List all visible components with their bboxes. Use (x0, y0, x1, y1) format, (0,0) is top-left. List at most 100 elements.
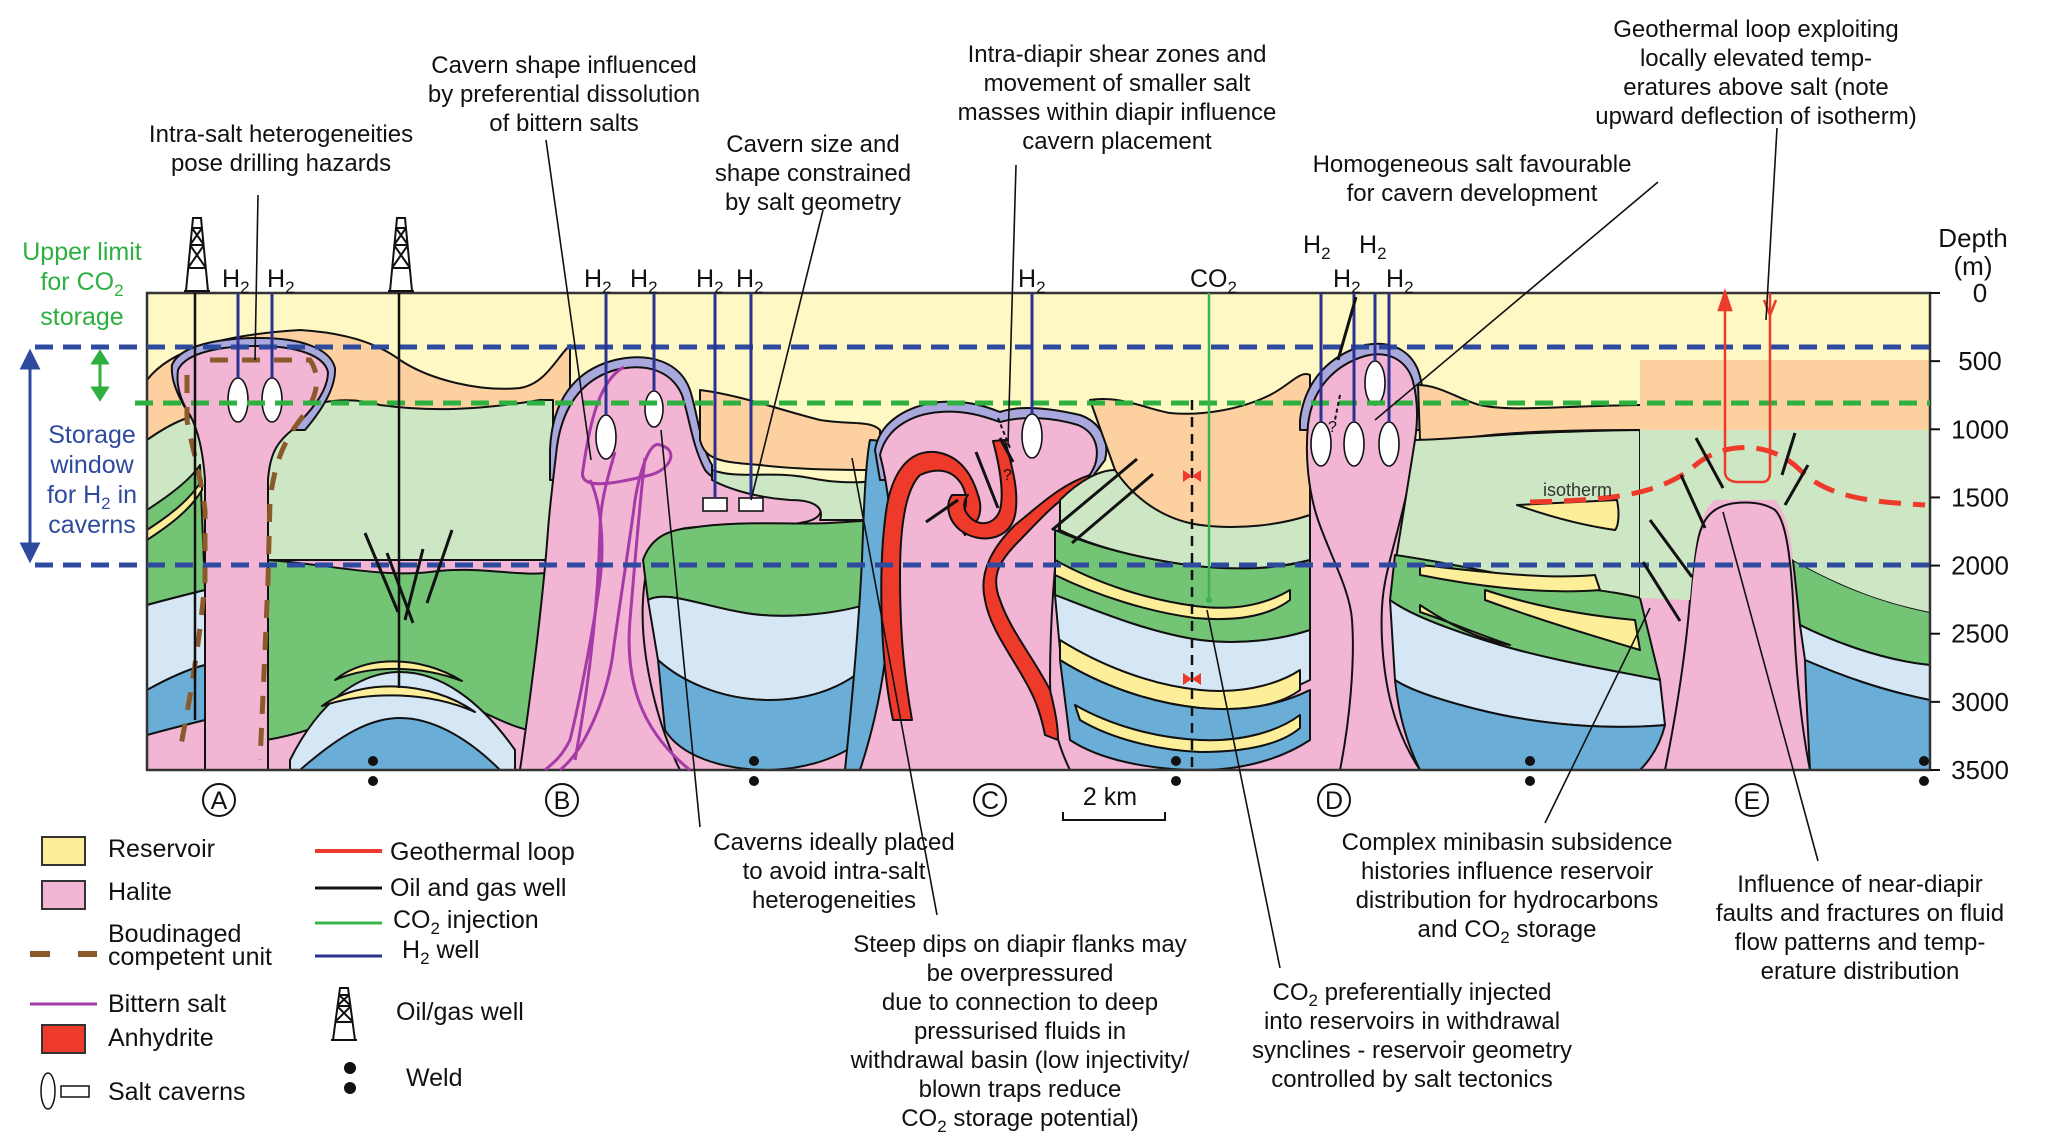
h2-label: H2 (696, 265, 724, 297)
cavern (1343, 421, 1365, 467)
annotation-geothermal: eratures above salt (note (1623, 74, 1889, 101)
annotation-intra-salt: Intra-salt heterogeneities (149, 121, 413, 148)
diapir-label-e: E (1744, 787, 1761, 815)
anhydrite-body-1 (880, 450, 982, 721)
cavern (702, 497, 728, 512)
section-frame (145, 291, 1932, 772)
geothermal-arrow-up-icon (1717, 288, 1733, 312)
legend-weld-icon (344, 1082, 356, 1094)
annotation-cavern-size: by salt geometry (725, 189, 901, 216)
isotherm-label: isotherm (1543, 480, 1612, 500)
cavern (595, 414, 617, 460)
diapir-a-halite (176, 345, 329, 770)
annotation-shear-zones: cavern placement (1022, 128, 1212, 155)
annotation-steep-dips: blown traps reduce (919, 1076, 1122, 1103)
annotation-co2-preferential: synclines - reservoir geometry (1252, 1037, 1572, 1064)
derrick-icon (184, 217, 210, 292)
diapir-label-a: A (211, 787, 228, 815)
annotation-steep-dips: be overpressured (927, 960, 1114, 987)
annotation-geothermal: upward deflection of isotherm) (1595, 103, 1917, 130)
legend-cavern-oval-icon (40, 1072, 56, 1110)
legend-label-weld: Weld (406, 1064, 463, 1092)
legend-label-reservoir: Reservoir (108, 835, 215, 863)
right-top-orange (1640, 360, 1930, 430)
minibasin-4-yellow-1 (1516, 499, 1620, 531)
annotation-shear-zones: masses within diapir influence (958, 99, 1277, 126)
oil-gas-wells (193, 293, 401, 720)
annotation-minibasin: and CO2 storage (1418, 916, 1597, 947)
h2-storage-window-label: Storage window for H2 in caverns (47, 421, 137, 539)
h2-storage-window-arrow-icon (19, 348, 41, 564)
cavern (644, 390, 664, 428)
faults (363, 296, 1810, 624)
diapir-label-b: B (554, 787, 571, 815)
co2-limit-arrow-icon (90, 349, 110, 402)
annotation-steep-dips: Steep dips on diapir flanks may (853, 931, 1187, 958)
annotation-shear-zones: Intra-diapir shear zones and (968, 41, 1267, 68)
question-mark: ? (1003, 467, 1012, 484)
legend-label-boudinaged-2: competent unit (108, 943, 272, 971)
h2-label: H2 (1018, 265, 1046, 297)
minibasin-4-blue (1394, 679, 1666, 770)
depth-tick-label: 1000 (1951, 414, 2009, 444)
h2-label: H2 (267, 265, 295, 297)
legend: Reservoir Halite Boudinaged competent un… (30, 835, 575, 1110)
depth-tick-label: 3500 (1951, 755, 2009, 785)
cross-section (147, 293, 1930, 770)
scale-bar-label: 2 km (1083, 783, 1137, 811)
legend-swatch-halite (41, 880, 86, 910)
welds (368, 756, 1929, 786)
annotation-near-diapir: Influence of near-diapir (1737, 871, 1982, 898)
h2-label: H2 (630, 265, 658, 297)
svg-text:for CO2: for CO2 (40, 268, 123, 300)
annotation-cavern-shape: of bittern salts (489, 110, 638, 137)
legend-label-boudinaged: Boudinaged (108, 920, 241, 948)
h2-label: H2 (1359, 231, 1387, 263)
minibasin-4-yellow-2 (1419, 564, 1601, 593)
depth-tick-label: 2500 (1951, 619, 2009, 649)
diapir-label-circle (545, 783, 579, 817)
annotation-leaders (254, 127, 1819, 969)
annotation-co2-preferential: into reservoirs in withdrawal (1264, 1008, 1560, 1035)
co2-upper-limit-label: Upper limit for CO2 storage (22, 238, 142, 331)
diapir-label-circle (1317, 783, 1351, 817)
annotation-steep-dips: withdrawal basin (low injectivity/ (850, 1047, 1190, 1074)
minibasin-3-yellow-3 (1074, 704, 1301, 753)
annotation-near-diapir: flow patterns and temp- (1735, 929, 1986, 956)
h2-label: H2 (1303, 231, 1331, 263)
annotation-co2-preferential: CO2 preferentially injected (1273, 979, 1552, 1010)
cavern (261, 377, 283, 423)
legend-label-co2-injection: CO2 injection (393, 906, 539, 938)
annotation-steep-dips: CO2 storage potential) (901, 1105, 1139, 1136)
annotation-minibasin: histories influence reservoir (1361, 858, 1653, 885)
annotation-shear-zones: movement of smaller salt (984, 70, 1251, 97)
legend-weld-icon (344, 1062, 356, 1074)
annotation-caverns-ideal: to avoid intra-salt (743, 858, 926, 885)
minibasin-4-yellow-3 (1484, 589, 1641, 651)
reservoir-lens-2 (321, 685, 476, 713)
diapir-label-circle (202, 783, 236, 817)
annotation-caverns-ideal: Caverns ideally placed (713, 829, 954, 856)
diapir-label-c: C (981, 787, 999, 815)
annotation-steep-dips: due to connection to deep (882, 989, 1158, 1016)
annotation-minibasin: Complex minibasin subsidence (1342, 829, 1673, 856)
depth-axis-title: Depth (1938, 223, 2007, 253)
h2-wells (236, 293, 1391, 498)
legend-label-halite: Halite (108, 878, 172, 906)
svg-text:window: window (49, 451, 134, 479)
depth-tick-label: 1500 (1951, 482, 2009, 512)
svg-text:Upper limit: Upper limit (22, 238, 142, 266)
annotation-caverns-ideal: heterogeneities (752, 887, 916, 914)
depth-tick-label: 500 (1958, 346, 2001, 376)
depth-tick-label: 0 (1973, 278, 1987, 308)
annotation-cavern-shape: Cavern shape influenced (431, 52, 697, 79)
svg-text:Storage: Storage (48, 421, 136, 449)
isotherm-line (1529, 445, 1926, 508)
annotation-steep-dips: pressurised fluids in (914, 1018, 1126, 1045)
anhydrite-body-2 (947, 439, 1018, 540)
legend-label-anhydrite: Anhydrite (108, 1024, 214, 1052)
